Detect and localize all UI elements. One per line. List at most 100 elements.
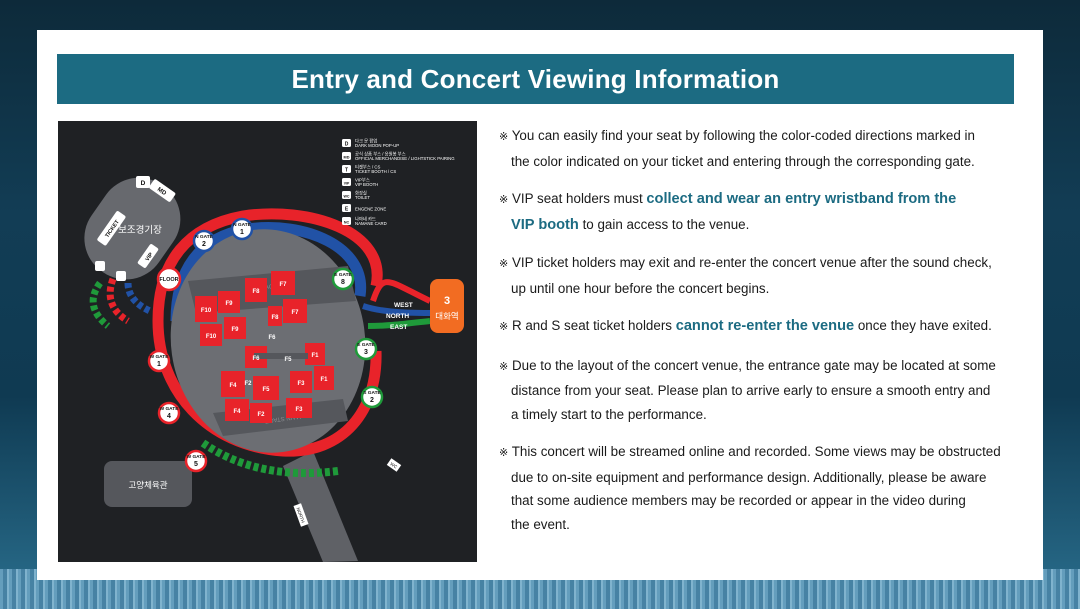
svg-text:화장실: 화장실 <box>355 190 367 197</box>
svg-text:W GATE: W GATE <box>160 406 180 412</box>
info-item-seat-colors: ※ You can easily find your seat by follo… <box>499 128 975 169</box>
svg-text:MD: MD <box>344 155 350 159</box>
svg-text:VIP부스: VIP부스 <box>355 178 370 184</box>
svg-text:ENGENE ZONE: ENGENE ZONE <box>355 207 386 212</box>
svg-text:F10: F10 <box>201 308 212 314</box>
svg-text:F5: F5 <box>284 357 292 363</box>
info-item-no-reentry: ※ R and S seat ticket holders cannot re-… <box>499 318 992 334</box>
gymnasium-building <box>104 461 192 507</box>
svg-text:F8: F8 <box>252 289 260 295</box>
station-badge <box>430 279 464 333</box>
blue-path <box>124 282 152 315</box>
section-f10 <box>200 324 222 346</box>
venue-map-svg: 고양체육관 보조경기장 D MD TICKET VIP <box>84 138 464 562</box>
svg-text:WEST: WEST <box>394 302 413 309</box>
svg-text:F6: F6 <box>252 356 260 362</box>
svg-text:2: 2 <box>202 241 206 248</box>
svg-text:F7: F7 <box>291 310 299 316</box>
svg-text:8: 8 <box>341 279 345 286</box>
svg-text:NORTH: NORTH <box>386 313 409 320</box>
tag-vip <box>137 244 159 268</box>
svg-text:F1: F1 <box>320 377 328 383</box>
svg-text:티켓부스 / CS: 티켓부스 / CS <box>355 164 380 171</box>
svg-text:나마네 카드: 나마네 카드 <box>355 216 376 223</box>
svg-text:STAGE: STAGE <box>258 284 279 293</box>
red-connector <box>370 279 432 304</box>
gate-n1 <box>230 217 254 241</box>
title-banner: Entry and Concert Viewing Information <box>57 54 1014 104</box>
section-f4 <box>221 371 245 397</box>
svg-text:F10: F10 <box>206 334 217 340</box>
svg-text:E GATE: E GATE <box>334 272 352 278</box>
svg-text:F6: F6 <box>268 335 276 341</box>
aux-stadium-label: 보조경기장 <box>118 224 162 236</box>
page-title: Entry and Concert Viewing Information <box>291 63 780 94</box>
svg-text:F3: F3 <box>295 407 303 413</box>
main-stage <box>213 399 348 436</box>
gate-n2 <box>192 229 216 253</box>
road <box>283 451 358 562</box>
svg-text:E: E <box>345 206 349 212</box>
section-f10 <box>195 296 217 322</box>
section-f1 <box>314 366 334 390</box>
svg-text:MAIN STAGE: MAIN STAGE <box>264 412 301 423</box>
section-f9 <box>224 317 246 339</box>
floor-badge <box>156 266 182 292</box>
red-ring <box>152 208 383 457</box>
green-path <box>89 280 111 329</box>
svg-text:WC: WC <box>344 194 350 198</box>
svg-text:2: 2 <box>370 397 374 404</box>
gate-e2 <box>360 385 384 409</box>
svg-text:4: 4 <box>167 413 171 420</box>
road-sign <box>293 503 309 527</box>
svg-text:다크 문 팝업: 다크 문 팝업 <box>355 138 377 145</box>
tag-ticket <box>97 211 126 246</box>
red-path <box>106 277 130 325</box>
svg-text:1: 1 <box>157 361 161 368</box>
section-f1 <box>305 343 325 365</box>
svg-text:T: T <box>345 167 348 173</box>
svg-text:F3: F3 <box>297 381 305 387</box>
svg-text:E GATE: E GATE <box>357 342 375 348</box>
svg-text:F8: F8 <box>271 315 279 321</box>
svg-text:5: 5 <box>194 461 198 468</box>
section-f4 <box>225 399 249 421</box>
svg-text:NORTH: NORTH <box>295 507 305 524</box>
floor-sections <box>195 271 334 423</box>
svg-text:F7: F7 <box>279 282 287 288</box>
svg-text:DARK MOON POP-UP: DARK MOON POP-UP <box>355 143 399 148</box>
tag-d <box>136 176 150 188</box>
svg-text:3: 3 <box>444 295 450 307</box>
svg-text:F4: F4 <box>229 383 237 389</box>
gate-e3 <box>354 337 378 361</box>
venue-map: 고양체육관 보조경기장 D MD TICKET VIP <box>58 121 477 562</box>
svg-text:대화역: 대화역 <box>435 311 458 321</box>
svg-text:F2: F2 <box>257 412 265 418</box>
svg-text:W GATE: W GATE <box>187 454 207 460</box>
svg-text:F9: F9 <box>225 301 233 307</box>
section-f8 <box>268 306 282 326</box>
wc-icon <box>116 271 126 281</box>
svg-text:3: 3 <box>364 349 368 356</box>
section-f8 <box>245 278 267 302</box>
gate-w5 <box>184 449 208 473</box>
section-f9 <box>218 291 240 313</box>
svg-text:F4: F4 <box>233 409 241 415</box>
gymnasium-label: 고양체육관 <box>128 480 167 490</box>
svg-text:공식 상품 부스 / 응원봉 부스: 공식 상품 부스 / 응원봉 부스 <box>355 151 406 158</box>
section-f7 <box>271 271 295 295</box>
info-card: Entry and Concert Viewing Information 고양… <box>37 30 1043 580</box>
svg-text:MD: MD <box>156 187 168 198</box>
section-f3 <box>290 371 312 393</box>
info-item-vip-wristband: ※ VIP seat holders must collect and wear… <box>499 191 957 233</box>
gate-w1 <box>147 349 171 373</box>
green-connector <box>367 318 431 329</box>
info-item-vip-reentry: ※ VIP ticket holders may exit and re-ent… <box>499 255 992 296</box>
svg-text:F9: F9 <box>231 327 239 333</box>
svg-text:W GATE: W GATE <box>150 354 170 360</box>
section-f2 <box>250 403 272 423</box>
info-item-recording: ※ This concert will be streamed online a… <box>499 444 1001 532</box>
svg-text:VIP BOOTH: VIP BOOTH <box>355 182 378 187</box>
svg-text:F5: F5 <box>262 387 270 393</box>
svg-text:F1: F1 <box>311 353 319 359</box>
